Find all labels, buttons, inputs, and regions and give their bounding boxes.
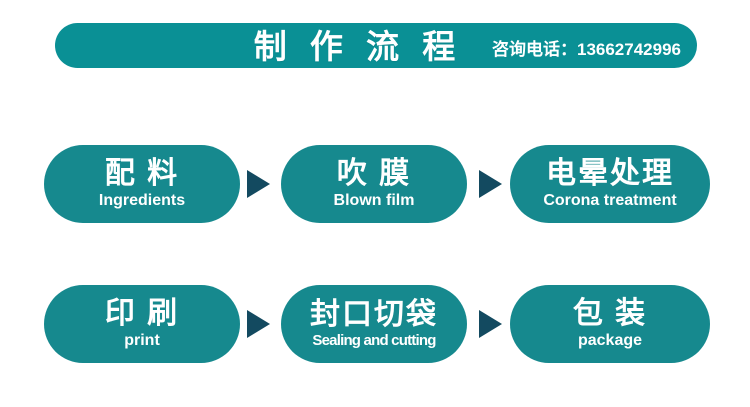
node-label-zh: 吹 膜 [336, 157, 412, 191]
header-banner: 制 作 流 程 咨询电话：13662742996 [55, 23, 697, 68]
node-label-en: Sealing and cutting [312, 331, 436, 349]
node-label-zh: 配 料 [104, 157, 180, 191]
node-label-zh: 印 刷 [104, 297, 180, 331]
node-label-zh: 包 装 [572, 297, 648, 331]
node-label-en: Blown film [333, 191, 415, 209]
arrow-right-icon [479, 310, 502, 338]
node-label-en: package [577, 331, 643, 349]
arrow-right-icon [247, 310, 270, 338]
flow-node-sealing-cutting: 封口切袋 Sealing and cutting [281, 285, 467, 363]
node-label-zh: 封口切袋 [310, 298, 438, 331]
node-label-zh: 电晕处理 [546, 157, 674, 191]
arrow-right-icon [247, 170, 270, 198]
flow-node-blown-film: 吹 膜 Blown film [281, 145, 467, 223]
page-title: 制 作 流 程 [253, 27, 463, 65]
node-label-en: Corona treatment [543, 191, 677, 209]
flow-node-package: 包 装 package [510, 285, 710, 363]
consult-phone-label: 咨询电话：13662742996 [491, 39, 681, 59]
node-label-en: print [124, 331, 160, 349]
flow-node-corona-treatment: 电晕处理 Corona treatment [510, 145, 710, 223]
flow-node-print: 印 刷 print [44, 285, 240, 363]
node-label-en: Ingredients [98, 191, 186, 209]
flow-node-ingredients: 配 料 Ingredients [44, 145, 240, 223]
arrow-right-icon [479, 170, 502, 198]
